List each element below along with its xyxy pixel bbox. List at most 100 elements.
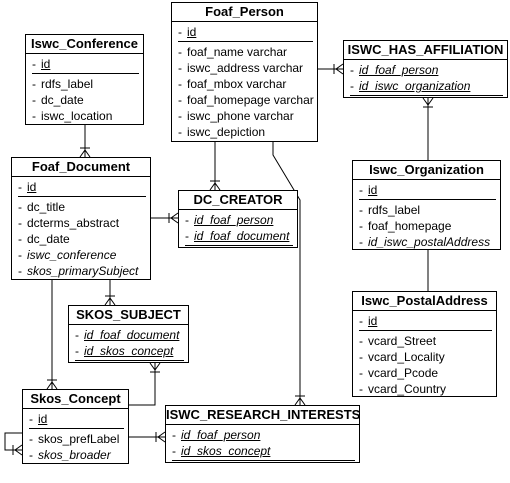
attribute-dash-marker: - [29,448,33,462]
entity-attribute: -id_skos_concept [75,343,184,361]
entity-attribute: -foaf_name varchar [178,44,313,60]
entity-foaf-person[interactable]: Foaf_Person -id-foaf_name varchar-iswc_a… [171,2,318,142]
entity-iswc-conference[interactable]: Iswc_Conference -id-rdfs_label-dc_date-i… [25,34,144,125]
attribute-dash-marker: - [359,382,363,396]
attribute-name: id [187,25,197,39]
attribute-name: id [368,314,378,328]
entity-iswc-postaladdress[interactable]: Iswc_PostalAddress -id-vcard_Street-vcar… [352,291,497,397]
entity-foaf-document[interactable]: Foaf_Document -id-dc_title-dcterms_abstr… [11,157,151,280]
attribute-dash-marker: - [178,93,182,107]
entity-skos-subject[interactable]: SKOS_SUBJECT -id_foaf_document-id_skos_c… [68,305,189,363]
attribute-name: dc_date [41,93,84,107]
entity-attributes: -id-dc_title-dcterms_abstract-dc_date-is… [12,177,150,279]
attribute-name: rdfs_label [41,77,94,91]
entity-attributes: -id-foaf_name varchar-iswc_address varch… [172,22,317,140]
entity-title: SKOS_SUBJECT [69,306,188,325]
entity-attributes: -id_foaf_person-id_iswc_organization [344,60,507,96]
attribute-dash-marker: - [178,45,182,59]
entity-attributes: -id_foaf_person-id_skos_concept [166,425,359,461]
entity-iswc-has-affiliation[interactable]: ISWC_HAS_AFFILIATION -id_foaf_person-id_… [343,40,508,98]
crow-foot-marker [46,379,58,390]
attribute-dash-marker: - [18,180,22,194]
attribute-name: dc_title [27,200,66,214]
attribute-dash-marker: - [350,79,354,93]
crow-foot-marker [422,97,434,108]
attribute-name: vcard_Pcode [368,366,439,380]
entity-iswc-organization[interactable]: Iswc_Organization -id-rdfs_label-foaf_ho… [352,160,501,250]
attribute-name: id_skos_concept [181,444,271,458]
attribute-dash-marker: - [178,61,182,75]
attribute-name: foaf_name varchar [187,45,288,59]
attribute-name: iswc_address varchar [187,61,304,75]
entity-attribute: -dc_date [18,231,146,247]
entity-attribute: -foaf_mbox varchar [178,76,313,92]
attribute-dash-marker: - [359,203,363,217]
rel-subject-concept [129,363,156,406]
attribute-dash-marker: - [32,77,36,91]
entity-attribute: -id_foaf_person [172,427,355,443]
entity-attribute: -id [18,179,146,197]
attribute-name: vcard_Country [368,382,447,396]
entity-attribute: -id_iswc_postalAddress [359,234,496,250]
entity-attribute: -rdfs_label [32,76,139,92]
attribute-dash-marker: - [185,213,189,227]
attribute-name: iswc_depiction [187,125,266,139]
entity-attribute: -skos_primarySubject [18,263,146,279]
entity-attribute: -iswc_location [32,108,139,124]
entity-attribute: -iswc_conference [18,247,146,263]
attribute-name: id_foaf_document [194,229,290,243]
attribute-dash-marker: - [178,25,182,39]
crow-foot-marker [104,295,116,306]
entity-title: Iswc_Organization [353,161,500,180]
entity-attribute: -id_foaf_person [185,212,293,228]
rel-person-interests [272,142,301,405]
attribute-dash-marker: - [172,444,176,458]
attribute-dash-marker: - [359,350,363,364]
attribute-name: skos_primarySubject [27,264,139,278]
attribute-dash-marker: - [359,219,363,233]
attribute-name: id [41,57,51,71]
entity-attributes: -id-rdfs_label-foaf_homepage-id_iswc_pos… [353,180,500,250]
attribute-dash-marker: - [32,57,36,71]
crow-foot-marker [168,212,179,224]
attribute-name: foaf_homepage varchar [187,93,314,107]
attribute-name: id_foaf_person [194,213,274,227]
attribute-dash-marker: - [18,216,22,230]
attribute-dash-marker: - [359,235,363,249]
entity-title: Foaf_Document [12,158,150,177]
entity-attribute: -vcard_Country [359,381,492,397]
attribute-dash-marker: - [178,77,182,91]
attribute-dash-marker: - [359,314,363,328]
attribute-dash-marker: - [359,334,363,348]
entity-attribute: -dc_date [32,92,139,108]
entity-iswc-research-interests[interactable]: ISWC_RESEARCH_INTERESTS -id_foaf_person-… [165,405,360,463]
attribute-name: iswc_conference [27,248,117,262]
attribute-name: id [368,183,378,197]
attribute-name: vcard_Street [368,334,437,348]
crow-foot-marker [12,444,23,456]
entity-skos-concept[interactable]: Skos_Concept -id-skos_prefLabel-skos_bro… [22,389,129,464]
entity-attribute: -id [178,24,313,42]
entity-title: ISWC_HAS_AFFILIATION [344,41,507,60]
entity-title: ISWC_RESEARCH_INTERESTS [166,406,360,425]
attribute-name: id_iswc_organization [359,79,471,93]
crow-foot-marker [79,147,91,158]
entity-attribute: -id_skos_concept [172,443,355,461]
attribute-name: id_skos_concept [84,344,174,358]
attribute-name: foaf_mbox varchar [187,77,287,91]
attribute-dash-marker: - [178,109,182,123]
attribute-name: rdfs_label [368,203,421,217]
attribute-dash-marker: - [350,63,354,77]
entity-attributes: -id_foaf_document-id_skos_concept [69,325,188,361]
attribute-dash-marker: - [172,428,176,442]
entity-dc-creator[interactable]: DC_CREATOR -id_foaf_person-id_foaf_docum… [178,190,298,248]
attribute-name: id [38,412,48,426]
entity-attribute: -foaf_homepage [359,218,496,234]
attribute-dash-marker: - [18,200,22,214]
attribute-name: id_iswc_postalAddress [368,235,491,249]
attribute-name: id_foaf_person [181,428,261,442]
attribute-dash-marker: - [32,93,36,107]
crow-foot-marker [333,63,344,75]
